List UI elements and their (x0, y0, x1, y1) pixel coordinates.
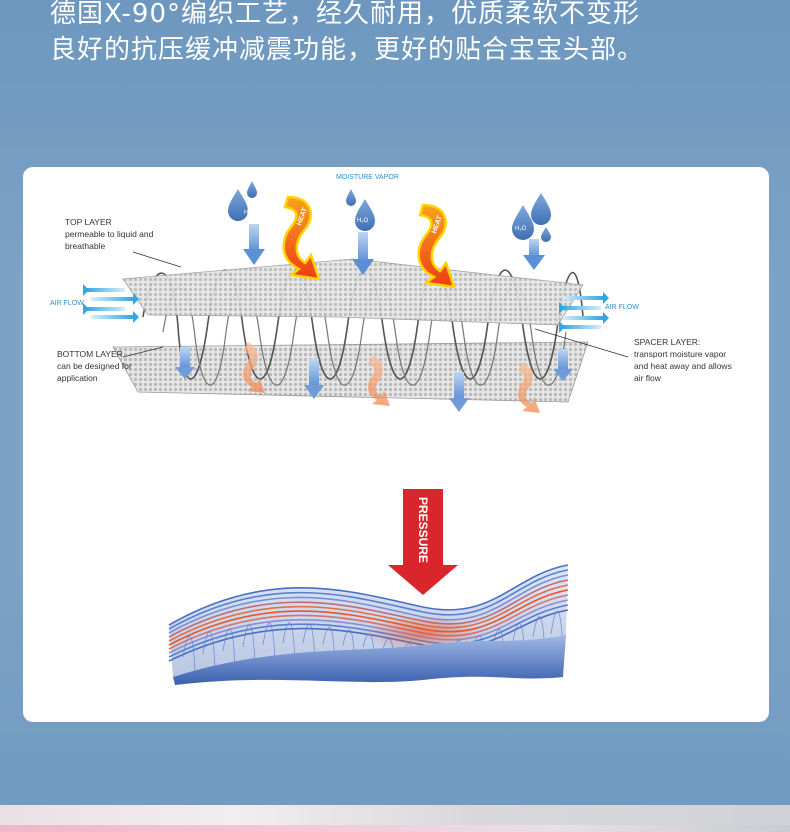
water-drop-icon: H₂O (512, 193, 551, 270)
headline-line-2: 良好的抗压缓冲减震功能，更好的贴合宝宝头部。 (50, 35, 645, 65)
spacer-fabric-diagram: MOISTURE VAPOR H₂O H₂O (50, 174, 732, 685)
airflow-arrow-icon (559, 292, 609, 333)
diagram-card: MOISTURE VAPOR H₂O H₂O (23, 167, 769, 722)
headline: 德国X-90°编织工艺，经久耐用，优质柔软不变形 良好的抗压缓冲减震功能，更好的… (50, 0, 750, 68)
bottom-layer-line-2: application (57, 373, 98, 383)
spacer-layer-line-1: transport moisture vapor (634, 349, 726, 359)
top-layer-title: TOP LAYER (65, 217, 112, 227)
water-drop-icon: H₂O (346, 189, 375, 275)
bottom-mesh-layer (112, 341, 589, 403)
compressed-fabric (168, 564, 569, 685)
top-layer-line-2: breathable (65, 241, 105, 251)
svg-text:H₂O: H₂O (357, 218, 369, 224)
spacer-layer-line-3: air flow (634, 373, 662, 383)
top-layer-line-1: permeable to liquid and (65, 229, 154, 239)
top-mesh-layer (122, 258, 584, 326)
next-section-preview (0, 805, 790, 832)
leader-lines (122, 251, 629, 358)
moisture-vapor-label: MOISTURE VAPOR (336, 174, 399, 181)
svg-text:PRESSURE: PRESSURE (416, 497, 430, 563)
spacer-layer-title: SPACER LAYER: (634, 337, 700, 347)
svg-text:H₂O: H₂O (515, 226, 527, 232)
air-flow-right-label: AIR FLOW (605, 304, 639, 311)
water-drop-icon (175, 347, 573, 412)
svg-text:H₂O: H₂O (244, 210, 256, 216)
heat-arrow-icon (242, 342, 540, 413)
bottom-layer-line-1: can be designed for (57, 361, 132, 371)
airflow-arrow-icon (83, 284, 139, 323)
heat-arrow-icon: HEAT (417, 203, 456, 289)
heat-arrow-icon: HEAT (282, 195, 321, 281)
next-section-pink-band (0, 825, 790, 832)
headline-line-1: 德国X-90°编织工艺，经久耐用，优质柔软不变形 (50, 0, 640, 29)
pressure-arrow-icon: PRESSURE (388, 489, 458, 595)
water-drop-icon: H₂O (228, 181, 265, 265)
spacer-layer-line-2: and heat away and allows (634, 361, 732, 371)
bottom-layer-title: BOTTOM LAYER (57, 349, 123, 359)
air-flow-left-label: AIR FLOW (50, 300, 84, 307)
